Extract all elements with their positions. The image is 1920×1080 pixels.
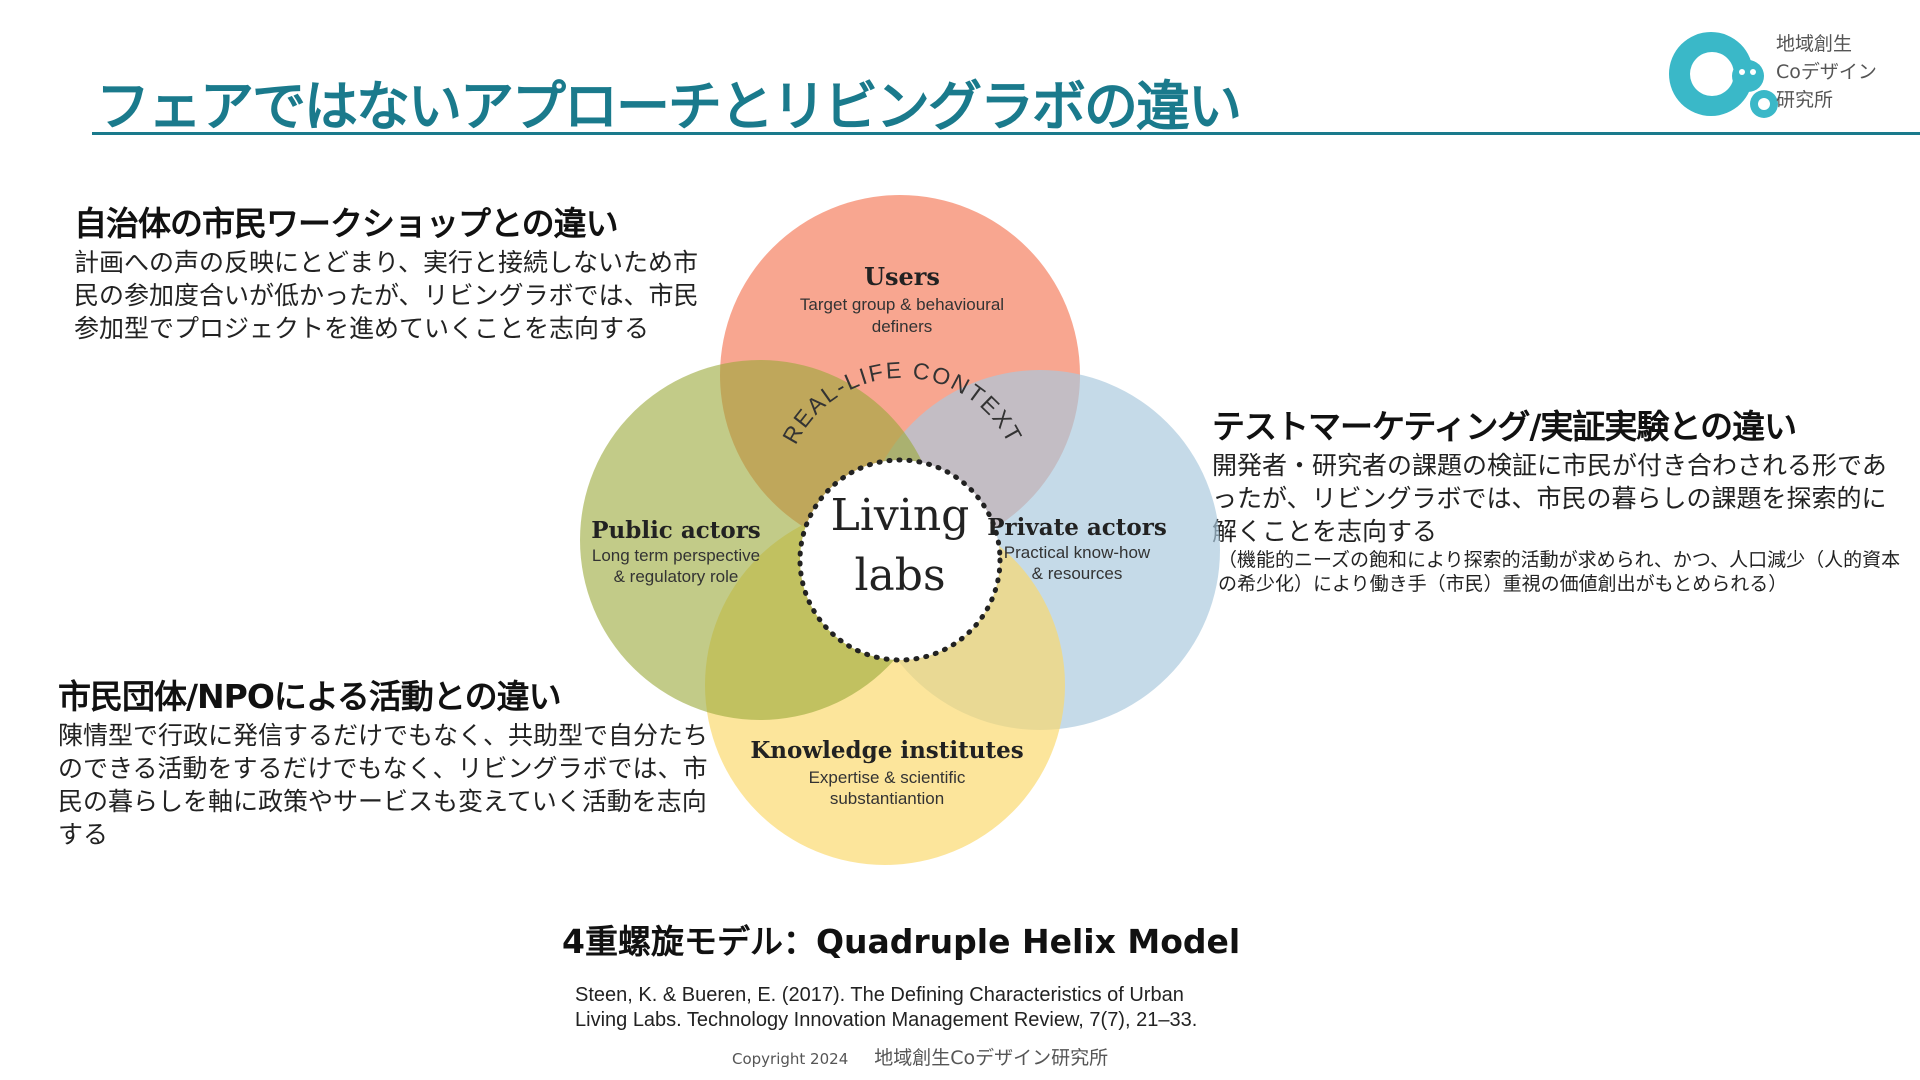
section-npo: 市民団体/NPOによる活動との違い 陳情型で行政に発信するだけでもなく、共助型で… — [58, 675, 718, 851]
brand-logo — [1669, 32, 1778, 118]
private-actors-desc-2: & resources — [1032, 564, 1123, 583]
users-desc-1: Target group & behavioural — [800, 295, 1004, 314]
section-heading: 自治体の市民ワークショップとの違い — [74, 204, 619, 243]
citation-line-1: Steen, K. & Bueren, E. (2017). The Defin… — [575, 984, 1184, 1006]
slide-title: フェアではないアプローチとリビングラボの違い — [96, 75, 1242, 138]
section-heading: 市民団体/NPOによる活動との違い — [58, 677, 562, 716]
logo-line-3: 研究所 — [1776, 89, 1834, 111]
living-labs-core — [797, 457, 1003, 663]
center-label-line-2: labs — [854, 550, 945, 601]
citation: Steen, K. & Bueren, E. (2017). The Defin… — [575, 983, 1197, 1033]
footer: Copyright 2024 地域創生Coデザイン研究所 — [732, 1043, 1108, 1070]
section-heading: テストマーケティング/実証実験との違い — [1212, 407, 1797, 446]
knowledge-institutes-desc-1: Expertise & scientific — [809, 768, 966, 787]
users-title: Users — [864, 262, 940, 291]
citation-line-2: Living Labs. Technology Innovation Manag… — [575, 1009, 1198, 1031]
public-actors-desc-1: Long term perspective — [592, 546, 760, 565]
section-body: 計画への声の反映にとどまり、実行と接続しないため市民の参加度合いが低かったが、リ… — [74, 248, 699, 343]
footer-copyright: Copyright 2024 — [732, 1050, 849, 1068]
logo-text: 地域創生 Coデザイン 研究所 — [1776, 30, 1877, 114]
logo-mark-blob — [1732, 60, 1764, 92]
section-body: 陳情型で行政に発信するだけでもなく、共助型で自分たちのできる活動をするだけでもな… — [58, 721, 709, 849]
logo-line-2: Coデザイン — [1776, 61, 1877, 83]
private-actors-desc-1: Practical know-how — [1004, 543, 1151, 562]
section-test-marketing: テストマーケティング/実証実験との違い 開発者・研究者の課題の検証に市民が付き合… — [1212, 405, 1902, 596]
logo-line-1: 地域創生 — [1776, 33, 1853, 55]
users-desc-2: definers — [872, 317, 932, 336]
section-workshop: 自治体の市民ワークショップとの違い 計画への声の反映にとどまり、実行と接続しない… — [74, 202, 714, 345]
quadruple-helix-diagram: REAL-LIFE CONTEXT Living labs Users Targ… — [580, 195, 1220, 865]
public-actors-desc-2: & regulatory role — [614, 567, 739, 586]
section-note: （機能的ニーズの飽和により探索的活動が求められ、かつ、人口減少（人的資本の希少化… — [1218, 549, 1901, 595]
section-body: 開発者・研究者の課題の検証に市民が付き合わされる形であったが、リビングラボでは、… — [1212, 451, 1887, 546]
private-actors-title: Private actors — [987, 514, 1167, 541]
footer-org: 地域創生Coデザイン研究所 — [874, 1047, 1109, 1069]
knowledge-institutes-title: Knowledge institutes — [750, 737, 1023, 764]
title-divider — [92, 132, 1920, 135]
logo-mark-hole — [1690, 52, 1734, 96]
logo-mark-eye — [1739, 69, 1745, 75]
public-actors-title: Public actors — [591, 517, 761, 544]
center-label-line-1: Living — [831, 490, 970, 541]
diagram-caption: 4重螺旋モデル：Quadruple Helix Model — [562, 922, 1241, 961]
knowledge-institutes-desc-2: substantiantion — [830, 789, 944, 808]
